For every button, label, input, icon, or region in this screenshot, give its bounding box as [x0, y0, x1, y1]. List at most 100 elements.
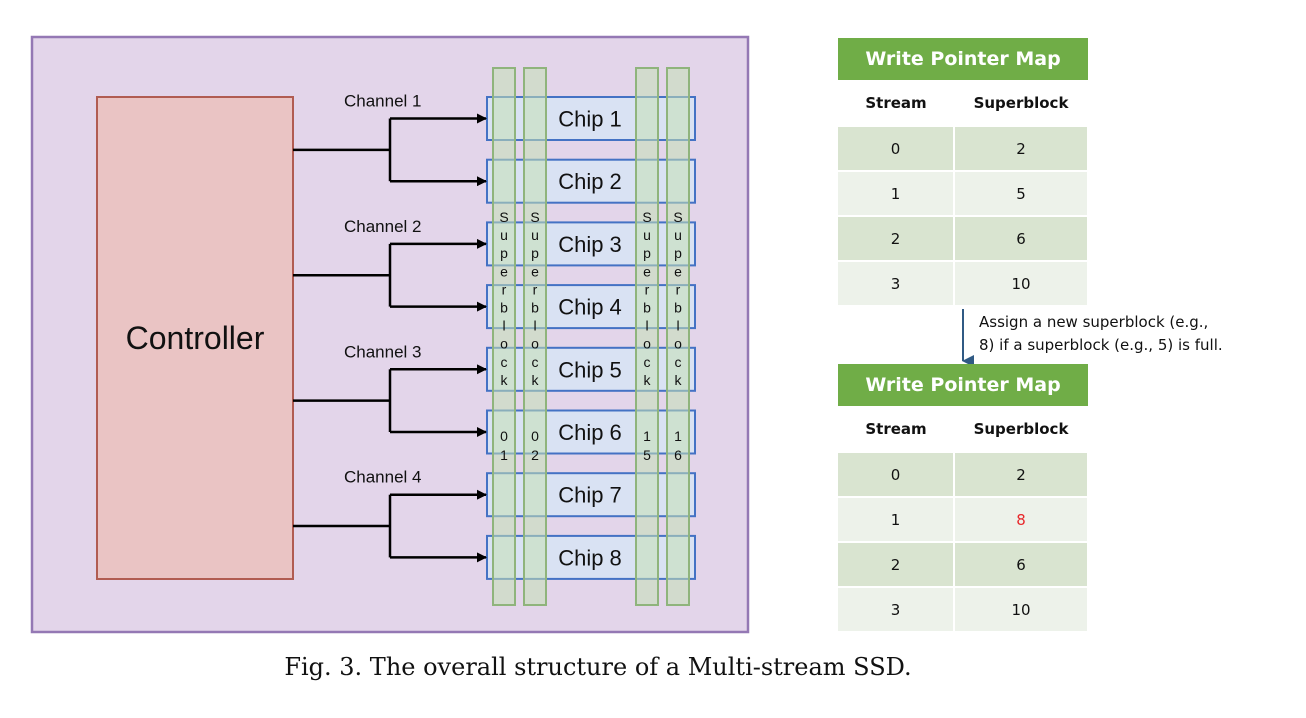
- channel-1-wires: [293, 113, 487, 187]
- superblock-letter: o: [531, 336, 539, 352]
- superblock-cell: 5: [954, 170, 1090, 216]
- table-title: Write Pointer Map: [838, 38, 1089, 80]
- col-header-stream: Stream: [838, 80, 954, 127]
- table-row: 1 8: [838, 496, 1090, 542]
- chip-3-box: [486, 221, 696, 267]
- superblock-cell: 10: [954, 586, 1090, 631]
- chip-4-box: [486, 284, 696, 330]
- superblock-letter: k: [501, 372, 509, 388]
- superblock-cell: 6: [954, 215, 1090, 261]
- superblock-letter: k: [532, 372, 540, 388]
- superblock-digit: 1: [643, 428, 651, 444]
- chip-2-box: [486, 158, 696, 204]
- stream-cell: 2: [838, 215, 955, 261]
- channel-1-label: Channel 1: [344, 92, 422, 111]
- superblock-letter: c: [532, 354, 539, 370]
- stream-cell: 0: [838, 451, 955, 497]
- stream-cell: 2: [838, 541, 955, 587]
- superblock-letter: r: [533, 281, 538, 297]
- superblock-letter: l: [645, 318, 648, 334]
- chip-8-label: Chip 8: [558, 545, 622, 570]
- superblock-letter: S: [499, 209, 508, 225]
- superblock-letter: c: [501, 354, 508, 370]
- figure-caption: Fig. 3. The overall structure of a Multi…: [284, 653, 912, 681]
- superblock-letter: e: [500, 263, 508, 279]
- superblock-letter: b: [643, 300, 651, 316]
- superblock-letter: u: [500, 227, 508, 243]
- chip-2-label: Chip 2: [558, 169, 622, 194]
- superblock-letter: c: [675, 354, 682, 370]
- chip-6-box: [486, 409, 696, 455]
- stream-cell: 3: [838, 260, 955, 305]
- col-header-superblock: Superblock: [954, 80, 1089, 127]
- superblock-cell-updated: 8: [954, 496, 1090, 542]
- stream-cell: 0: [838, 125, 955, 171]
- write-pointer-map-after: Write Pointer Map Stream Superblock 0 2 …: [838, 364, 1090, 631]
- chip-8-box: [486, 534, 696, 580]
- channel-2-label: Channel 2: [344, 217, 422, 236]
- table-row: 1 5: [838, 170, 1090, 216]
- superblock-letter: e: [674, 263, 682, 279]
- superblock-digit: 1: [500, 447, 508, 463]
- chip-1-box: [486, 96, 696, 141]
- chip-6-label: Chip 6: [558, 420, 622, 445]
- col-header-superblock: Superblock: [954, 406, 1089, 453]
- superblock-letter: l: [502, 318, 505, 334]
- table-row: 0 2: [838, 125, 1090, 171]
- superblock-letter: r: [502, 281, 507, 297]
- superblock-letter: l: [533, 318, 536, 334]
- chip-5-box: [486, 346, 696, 392]
- superblock-letter: b: [531, 300, 539, 316]
- superblock-letter: e: [643, 263, 651, 279]
- stream-cell: 1: [838, 170, 955, 216]
- controller-box: [96, 96, 294, 580]
- table-row: 0 2: [838, 451, 1090, 497]
- superblock-cell: 6: [954, 541, 1090, 587]
- superblock-letter: p: [500, 245, 508, 261]
- superblock-letter: k: [675, 372, 683, 388]
- table-title: Write Pointer Map: [838, 364, 1089, 406]
- chip-7-box: [486, 472, 696, 518]
- chip-1-label: Chip 1: [558, 107, 622, 132]
- superblock-letter: o: [674, 336, 682, 352]
- stream-cell: 1: [838, 496, 955, 542]
- table-row: 3 10: [838, 586, 1090, 631]
- superblock-letter: p: [674, 245, 682, 261]
- note-line-2: 8) if a superblock (e.g., 5) is full.: [979, 336, 1223, 354]
- superblock-letter: e: [531, 263, 539, 279]
- chip-4-label: Chip 4: [558, 295, 622, 320]
- superblock-digit: 2: [531, 447, 539, 463]
- superblock-letter: u: [531, 227, 539, 243]
- table-row: 3 10: [838, 260, 1090, 305]
- table-row: 2 6: [838, 541, 1090, 587]
- superblock-letter: b: [500, 300, 508, 316]
- superblock-letter: r: [676, 281, 681, 297]
- superblock-letter: k: [644, 372, 652, 388]
- chip-7-label: Chip 7: [558, 483, 622, 508]
- chip-5-label: Chip 5: [558, 357, 622, 382]
- col-header-stream: Stream: [838, 406, 954, 453]
- superblock-digit: 6: [674, 447, 682, 463]
- superblock-digit: 0: [500, 428, 508, 444]
- superblock-letter: c: [644, 354, 651, 370]
- channel-4-wires: [293, 489, 487, 563]
- superblock-digit: 5: [643, 447, 651, 463]
- write-pointer-map-before: Write Pointer Map Stream Superblock 0 2 …: [838, 38, 1090, 305]
- channel-2-wires: [293, 238, 487, 312]
- superblock-digit: 0: [531, 428, 539, 444]
- superblock-letter: u: [674, 227, 682, 243]
- superblock-letter: p: [531, 245, 539, 261]
- superblock-letter: S: [642, 209, 651, 225]
- reassignment-note: Assign a new superblock (e.g., 8) if a s…: [979, 311, 1279, 357]
- stream-cell: 3: [838, 586, 955, 631]
- channel-3-wires: [293, 364, 487, 437]
- superblock-cell: 10: [954, 260, 1090, 305]
- superblock-letter: p: [643, 245, 651, 261]
- superblock-cell: 2: [954, 125, 1090, 171]
- superblock-letter: b: [674, 300, 682, 316]
- superblock-letter: u: [643, 227, 651, 243]
